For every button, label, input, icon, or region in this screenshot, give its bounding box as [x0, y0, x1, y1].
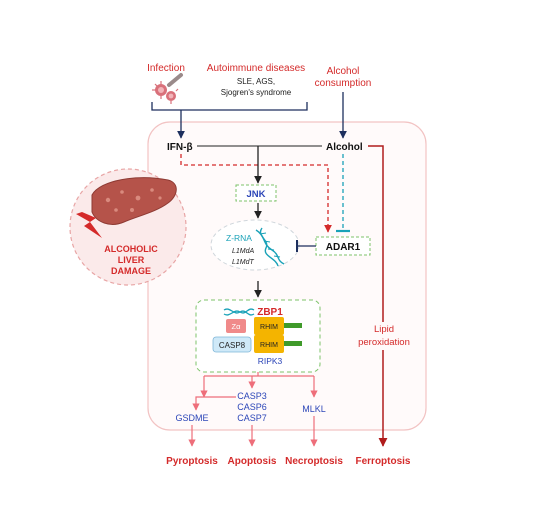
zbp1-helix-icon [223, 308, 255, 316]
za-label: Zα [232, 322, 242, 331]
rhim-domain-top [254, 317, 284, 335]
autoimmune-sub1: SLE, AGS, [237, 77, 275, 86]
pyroptosis-outcome: Pyroptosis [166, 456, 218, 467]
casp8-node: CASP8 [219, 341, 246, 350]
casp3-node: CASP3 [237, 391, 267, 401]
virus-icon [152, 73, 183, 104]
alcohol-node: Alcohol [326, 142, 363, 153]
lipid-peroxidation-label-1: Lipid [374, 324, 394, 335]
ifnb-node: IFN-β [167, 142, 193, 153]
zrna-node: Z-RNA [226, 233, 252, 243]
liver-label-line-2: LIVER [118, 255, 145, 265]
infection-label: Infection [147, 63, 185, 74]
lipid-peroxidation-label-2: peroxidation [358, 337, 410, 348]
input-bracket [151, 102, 308, 111]
gsdme-node: GSDME [175, 413, 208, 423]
zrna-helix-icon [255, 227, 285, 267]
jnk-box [235, 184, 277, 202]
rhim-domain-bottom [254, 335, 284, 353]
ferroptosis-outcome: Ferroptosis [355, 456, 410, 467]
liver-icon [91, 177, 177, 225]
apoptosis-outcome: Apoptosis [228, 456, 277, 467]
zbp1-node: ZBP1 [257, 307, 283, 318]
casp-to-gsdme-arrow [192, 396, 236, 411]
autoimmune-label: Autoimmune diseases [207, 63, 305, 74]
adar1-node: ADAR1 [326, 242, 361, 253]
casp8-box [212, 336, 252, 353]
rhim-label-top: RHIM [260, 324, 278, 331]
l1mda-label: L1MdA [232, 248, 255, 255]
necroptosis-outcome: Necroptosis [285, 456, 343, 467]
alcohol-consumption-label-2: consumption [315, 78, 372, 89]
alcohol-consumption-label-1: Alcohol [327, 66, 360, 77]
ripk3-green-bar [284, 341, 302, 346]
zbp1-green-bar [284, 323, 302, 328]
autoimmune-sub2: Sjogren's syndrome [221, 88, 292, 97]
ifnb-to-adar1-dashed [180, 154, 332, 233]
casp6-node: CASP6 [237, 402, 267, 412]
lightning-icon [76, 212, 102, 238]
mlkl-node: MLKL [302, 404, 326, 414]
rhim-label-bottom: RHIM [260, 342, 278, 349]
casp7-node: CASP7 [237, 413, 267, 423]
liver-label-line-1: ALCOHOLIC [104, 244, 158, 254]
cell-panel [147, 121, 427, 431]
l1mdt-label: L1MdT [232, 259, 255, 266]
zrna-cloud [210, 219, 300, 271]
za-domain [226, 319, 246, 333]
ripk3-node: RIPK3 [258, 356, 283, 366]
jnk-node: JNK [246, 189, 265, 200]
liver-label-line-3: DAMAGE [111, 266, 151, 276]
